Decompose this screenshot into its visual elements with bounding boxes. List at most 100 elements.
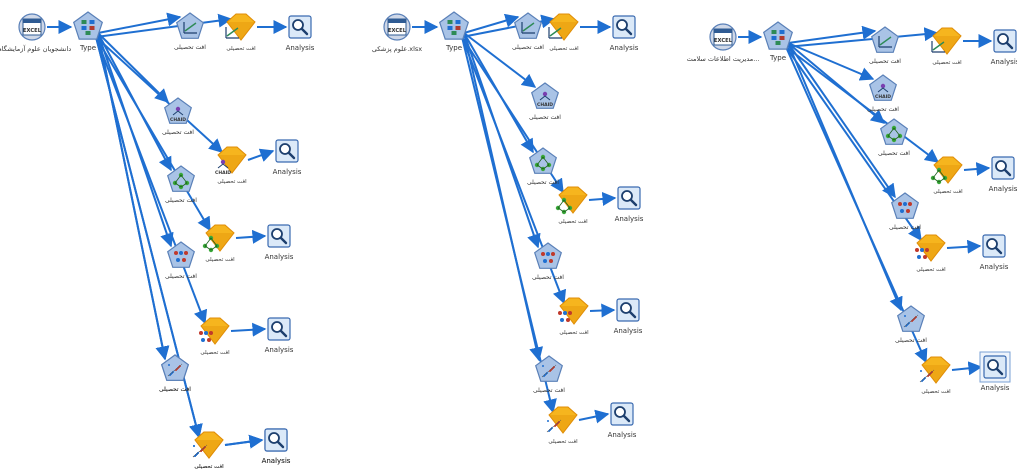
analysis-node[interactable]: Analysis [273, 139, 302, 176]
model-builder-node[interactable]: افت تحصیلی [895, 305, 927, 344]
nugget-shape [200, 317, 230, 345]
type-icon-mark [81, 20, 87, 24]
model-nugget-node[interactable]: افت تحصیلی [225, 13, 256, 52]
model-nugget-node[interactable]: افت تحصیلی [558, 297, 589, 336]
regression-line-mark [184, 22, 197, 32]
bayes-net-icon [202, 235, 220, 253]
analysis-node-label: Analysis [610, 44, 639, 52]
svm-boundary-mark [919, 369, 935, 383]
model-nugget-node[interactable]: افت تحصیلی [931, 27, 962, 66]
neuron-mark [204, 331, 208, 335]
model-builder-node[interactable]: افت تحصیلی [165, 165, 197, 204]
analysis-node-selected[interactable]: Analysis [979, 351, 1011, 392]
nugget-node-label: افت تحصیلی [549, 46, 579, 52]
model-nugget-node[interactable]: افت تحصیلی [202, 224, 235, 263]
analysis-node[interactable]: Analysis [615, 186, 644, 223]
model-builder-node[interactable]: افت تحصیلی [527, 147, 559, 186]
magnifier-lens [995, 160, 1007, 172]
linear-regression-icon [225, 27, 239, 39]
model-node-label: افت تحصیلی [529, 114, 561, 121]
analysis-node[interactable]: Analysis [989, 156, 1017, 193]
analysis-node[interactable]: Analysis [286, 15, 315, 52]
model-nugget-node[interactable]: افت تحصیلی [915, 234, 946, 273]
model-builder-node[interactable]: افت تحصیلی [878, 118, 910, 157]
nugget-shape [548, 406, 578, 434]
model-nugget-node[interactable]: افت تحصیلی [546, 406, 578, 445]
model-node-label: افت تحصیلی [165, 273, 197, 280]
nugget-node-label: افت تحصیلی [548, 439, 578, 445]
axes-mark [183, 22, 197, 34]
model-builder-node[interactable]: افت تحصیلی [165, 241, 197, 280]
type-to-nugget-link [95, 36, 224, 153]
analysis-node[interactable]: Analysis [608, 402, 637, 439]
analysis-node[interactable]: Analysis [262, 428, 291, 465]
analysis-node-label: Analysis [614, 327, 643, 335]
magnifier-icon [614, 406, 631, 423]
analysis-node[interactable]: Analysis [980, 234, 1009, 271]
svm-point-mark [904, 315, 906, 317]
regression-line-mark [879, 36, 892, 46]
type-node[interactable]: Type [438, 11, 470, 52]
type-node[interactable]: Type [762, 21, 794, 62]
model-nugget-node[interactable]: افت تحصیلی [548, 13, 579, 52]
model-builder-node[interactable]: CHAID افت تحصیلی [529, 82, 561, 121]
chaid-icon: CHAID [875, 83, 891, 100]
type-to-model-link [463, 13, 520, 34]
nugget-to-analysis-link [224, 434, 264, 449]
model-nugget-node[interactable]: افت تحصیلی [192, 431, 224, 470]
neuron-mark [923, 255, 927, 259]
source-node-label: دانشجویان علوم آزمایشگاهی [0, 44, 71, 53]
type-icon-mark [447, 26, 453, 30]
nugget-facet [933, 36, 961, 54]
model-builder-node[interactable]: افت تحصیلی [532, 242, 564, 281]
analysis-node[interactable]: Analysis [610, 15, 639, 52]
tree-root-mark [880, 83, 886, 89]
type-node-label: Type [79, 44, 96, 52]
model-node-label: افت تحصیلی [159, 386, 191, 393]
neuron-mark [906, 209, 910, 213]
nugget-to-analysis-link [578, 409, 610, 424]
bayes-net-icon [172, 172, 190, 190]
svm-point-mark [168, 364, 170, 366]
neuron-mark [563, 311, 567, 315]
type-icon-mark [775, 41, 781, 45]
analysis-node[interactable]: Analysis [265, 317, 294, 354]
model-builder-node[interactable]: افت تحصیلی [889, 192, 921, 231]
tree-branch-mark [539, 95, 551, 101]
type-node[interactable]: Type [72, 11, 104, 52]
analysis-node[interactable]: Analysis [265, 224, 294, 261]
net-edge-mark [932, 169, 946, 183]
nugget-to-analysis-link [589, 303, 616, 318]
model-node-label: افت تحصیلی [889, 224, 921, 231]
bayes-net-icon [555, 197, 573, 215]
model-nugget-node[interactable]: افت تحصیلی [555, 186, 588, 225]
model-nugget-node[interactable]: افت تحصیلی [199, 317, 230, 356]
nugget-shape [916, 234, 946, 262]
type-icon-mark [771, 30, 777, 34]
analysis-node[interactable]: Analysis [614, 298, 643, 335]
model-builder-node[interactable]: افت تحصیلی [869, 26, 901, 65]
svm-point-mark [193, 445, 195, 447]
neuron-mark [549, 259, 553, 263]
model-builder-node[interactable]: افت تحصیلی [159, 354, 191, 393]
model-builder-node[interactable]: افت تحصیلی [174, 12, 206, 51]
svm-icon [546, 419, 562, 433]
neural-net-icon [898, 202, 912, 213]
neuron-mark [541, 252, 545, 256]
net-edge-mark [887, 127, 901, 141]
model-builder-node[interactable]: افت تحصیلی [512, 12, 544, 51]
analysis-node[interactable]: Analysis [991, 29, 1017, 66]
model-nugget-node[interactable]: افت تحصیلی [919, 356, 951, 395]
neuron-mark [546, 252, 550, 256]
model-nugget-node[interactable]: افت تحصیلی [930, 156, 963, 195]
chaid-icon-text: CHAID [537, 102, 553, 108]
type-icon-mark [85, 31, 91, 35]
model-builder-node[interactable]: افت تحصیلی [533, 355, 565, 394]
